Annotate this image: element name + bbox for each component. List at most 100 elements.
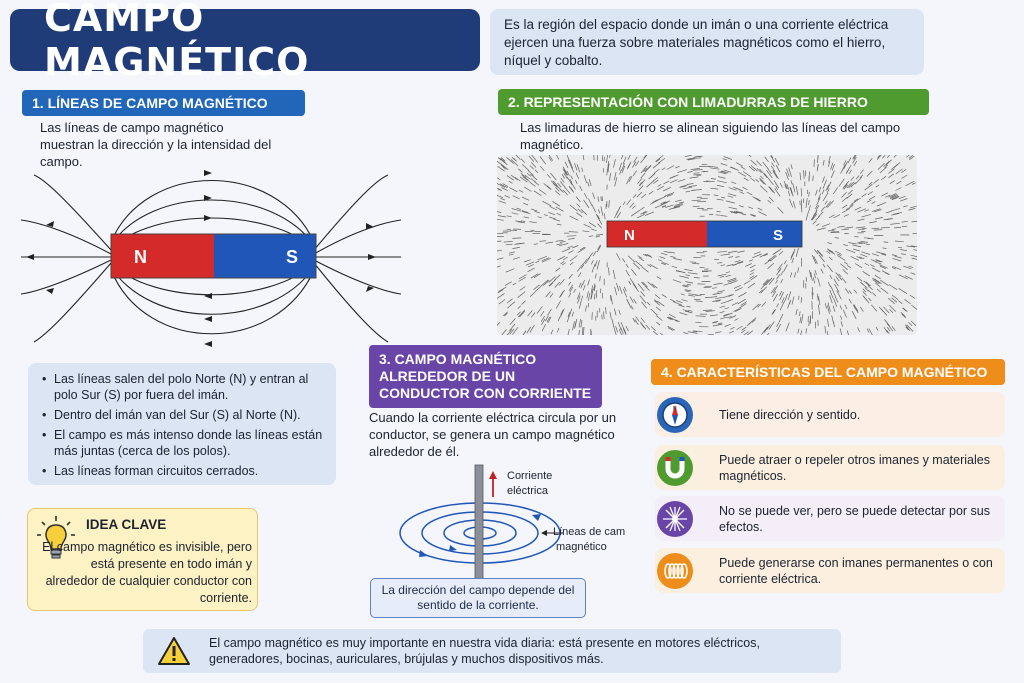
iron-filing — [626, 180, 629, 185]
iron-filing — [666, 194, 673, 197]
iron-filing — [640, 210, 647, 215]
iron-filing — [774, 157, 780, 166]
iron-filing — [591, 204, 597, 213]
iron-filing — [748, 166, 756, 172]
iron-filing — [588, 235, 594, 237]
conductor-note: La dirección del campo depende del senti… — [370, 578, 586, 618]
iron-filing — [578, 272, 582, 278]
iron-filing — [716, 198, 724, 201]
iron-filing — [606, 155, 608, 163]
iron-filing — [674, 199, 682, 203]
iron-filing — [654, 299, 659, 303]
iron-filing — [515, 155, 521, 160]
iron-filing — [596, 245, 602, 253]
iron-filing — [861, 213, 872, 218]
iron-filing — [656, 276, 662, 280]
iron-filing — [657, 196, 666, 201]
iron-filing — [567, 329, 570, 335]
iron-filing — [799, 316, 802, 323]
iron-filing — [655, 315, 663, 321]
list-item: Dentro del imán van del Sur (S) al Norte… — [42, 407, 326, 423]
iron-filing — [788, 167, 792, 177]
iron-filing — [632, 205, 636, 209]
iron-filing — [643, 253, 648, 257]
field-lines-label-line2: magnético — [556, 541, 607, 553]
iron-filing — [528, 155, 534, 162]
iron-filing — [893, 162, 901, 169]
iron-filing — [641, 281, 645, 286]
iron-filing — [569, 261, 574, 266]
iron-filing — [759, 177, 767, 185]
iron-filing — [573, 288, 576, 293]
iron-filing — [857, 208, 867, 213]
iron-filing — [518, 274, 527, 280]
iron-filing — [828, 256, 833, 261]
iron-filing — [812, 220, 817, 225]
iron-filing — [506, 157, 514, 164]
iron-filing — [866, 170, 873, 177]
iron-filing — [871, 201, 876, 204]
iron-filing — [740, 301, 748, 306]
iron-filing — [618, 309, 621, 315]
iron-filing — [858, 228, 865, 231]
iron-filing — [773, 180, 780, 189]
iron-filing — [873, 179, 880, 184]
iron-filing — [543, 183, 551, 190]
iron-filing — [822, 176, 825, 183]
iron-filing — [889, 194, 899, 200]
iron-filing — [872, 292, 877, 297]
iron-filing — [549, 205, 557, 211]
iron-filing — [726, 200, 735, 204]
iron-filing — [874, 282, 881, 287]
iron-filing — [815, 189, 818, 196]
iron-filing — [748, 155, 752, 157]
iron-filing — [791, 296, 795, 305]
iron-filing — [633, 283, 639, 293]
coil-icon — [657, 552, 693, 589]
characteristic-item: Puede generarse con imanes permanentes o… — [655, 548, 1005, 593]
iron-filing — [837, 253, 842, 257]
iron-filing — [594, 260, 598, 267]
iron-filing — [762, 279, 769, 286]
iron-filing — [880, 287, 889, 294]
iron-filing — [851, 310, 857, 320]
iron-filing — [741, 326, 747, 331]
iron-filing — [516, 311, 521, 316]
iron-filing — [530, 273, 539, 279]
iron-filing — [568, 238, 575, 240]
iron-filing — [640, 291, 646, 297]
iron-filing — [563, 173, 568, 179]
iron-filing — [795, 186, 799, 196]
iron-filing — [659, 332, 664, 335]
iron-filing — [848, 298, 852, 304]
iron-filing — [840, 166, 845, 174]
iron-filing — [739, 191, 745, 195]
iron-filing — [668, 313, 676, 319]
iron-filing — [818, 186, 822, 193]
iron-filing — [536, 306, 543, 314]
iron-filing — [825, 201, 832, 208]
iron-filing — [873, 229, 883, 231]
iron-filing — [653, 179, 659, 184]
iron-filing — [507, 301, 516, 309]
iron-filing — [655, 306, 661, 311]
iron-filing — [779, 182, 783, 188]
iron-filing — [635, 260, 643, 267]
iron-filing — [517, 305, 522, 309]
iron-filing — [653, 168, 660, 174]
iron-filing — [662, 262, 669, 265]
iron-filing — [531, 312, 536, 318]
iron-filing — [510, 174, 518, 181]
iron-filing — [778, 250, 784, 255]
iron-filing — [871, 253, 880, 257]
iron-filing — [555, 187, 560, 192]
iron-filing — [657, 300, 665, 307]
iron-filing — [839, 305, 843, 310]
iron-filing — [583, 192, 588, 200]
iron-filing — [913, 249, 917, 251]
iron-filing — [850, 201, 857, 205]
iron-filing — [859, 169, 864, 174]
iron-filing — [686, 283, 692, 286]
iron-filing — [693, 172, 700, 174]
iron-filing — [709, 314, 718, 317]
